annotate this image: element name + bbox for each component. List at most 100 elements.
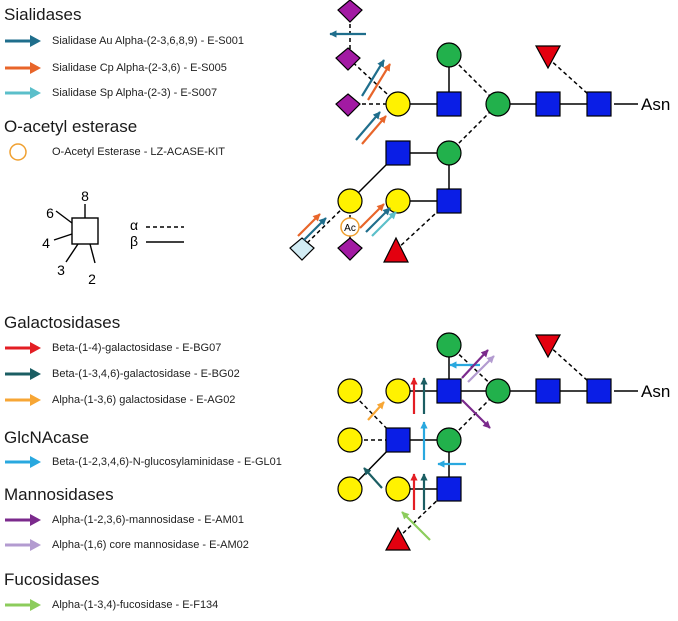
legend-label: Alpha-(1-3,6) galactosidase - E-AG02: [52, 394, 236, 406]
dark-teal-arrow: [363, 467, 383, 489]
galactose-circle: [337, 427, 363, 453]
top-glycan-bonds: [301, 10, 638, 251]
glcnac-square: [535, 91, 561, 117]
linkage-key-square: [71, 217, 99, 245]
glcnacase-title: GlcNAcase: [4, 428, 90, 447]
mannose-circle: [436, 427, 462, 453]
sialic-acid-diamond: [337, 237, 363, 261]
glcnac-square: [436, 91, 462, 117]
purple-arrow-icon: [5, 514, 41, 526]
fucosidases-title: Fucosidases: [4, 570, 100, 589]
o-acetyl-ring-icon: [340, 217, 360, 237]
linkage-position-8: 8: [81, 188, 89, 204]
red-arrow-icon: [5, 342, 41, 354]
sialic-acid-diamond: [337, 0, 363, 23]
teal-arrow-icon: [5, 35, 41, 47]
sky-blue-arrow-icon: [5, 456, 41, 468]
light-green-arrow: [401, 511, 431, 541]
mannose-circle: [436, 140, 462, 166]
esterase-title: O-acetyl esterase: [4, 117, 138, 136]
orange-ring-icon: [9, 143, 27, 161]
galactose-circle: [337, 378, 363, 404]
legend-alpha13-gal: Alpha-(1-3,6) galactosidase - E-AG02: [4, 393, 235, 407]
legend-label: O-Acetyl Esterase - LZ-ACASE-KIT: [52, 146, 225, 158]
galactose-circle: [385, 378, 411, 404]
linkage-position-2: 2: [88, 271, 96, 287]
sialic-acid-diamond: [335, 93, 361, 117]
legend-label: Beta-(1-3,4,6)-galactosidase - E-BG02: [52, 368, 240, 380]
galactose-circle: [337, 188, 363, 214]
orange-arrow-icon: [5, 62, 41, 74]
orange-arrow: [361, 115, 387, 145]
linkage-position-4: 4: [42, 235, 50, 251]
linkage-position-3: 3: [57, 262, 65, 278]
mannose-circle: [436, 42, 462, 68]
light-green-arrow-icon: [5, 599, 41, 611]
mannosidases-title: Mannosidases: [4, 485, 114, 504]
teal-arrow: [303, 217, 327, 241]
legend-esterase: O-Acetyl Esterase - LZ-ACASE-KIT: [4, 143, 225, 161]
alpha-symbol: α: [130, 217, 138, 233]
legend-mannosidase-16: Alpha-(1,6) core mannosidase - E-AM02: [4, 538, 249, 552]
glcnac-square: [385, 427, 411, 453]
amber-arrow-icon: [5, 394, 41, 406]
fucose-triangle: [534, 334, 562, 359]
legend-mannosidase-1236: Alpha-(1-2,3,6)-mannosidase - E-AM01: [4, 513, 244, 527]
light-blue-arrow-icon: [5, 87, 41, 99]
linkage-position-6: 6: [46, 205, 54, 221]
legend-label: Beta-(1-4)-galactosidase - E-BG07: [52, 342, 222, 354]
galactose-circle: [385, 188, 411, 214]
dark-teal-arrow-icon: [5, 368, 41, 380]
legend-fucosidase: Alpha-(1-3,4)-fucosidase - E-F134: [4, 598, 218, 612]
glcnac-square: [436, 378, 462, 404]
legend-label: Sialidase Sp Alpha-(2-3) - E-S007: [52, 87, 218, 99]
asn-label: Asn: [641, 382, 670, 401]
galactosidases-title: Galactosidases: [4, 313, 121, 332]
legend-label: Sialidase Au Alpha-(2-3,6,8,9) - E-S001: [52, 35, 245, 47]
legend-label: Sialidase Cp Alpha-(2-3,6) - E-S005: [52, 62, 227, 74]
legend-sialidase-cp: Sialidase Cp Alpha-(2-3,6) - E-S005: [4, 61, 227, 75]
bottom-glycan: Asn: [337, 332, 670, 551]
orange-arrow: [297, 213, 321, 237]
legend-label: Beta-(1-2,3,4,6)-N-glucosylaminidase - E…: [52, 456, 282, 468]
glcnac-square: [436, 188, 462, 214]
galactose-circle: [385, 91, 411, 117]
sialic-acid-diamond: [335, 47, 361, 71]
neugc-diamond: [289, 237, 315, 261]
fucose-triangle: [384, 526, 412, 551]
legend-beta1346-gal: Beta-(1-3,4,6)-galactosidase - E-BG02: [4, 367, 240, 381]
glcnac-square: [586, 91, 612, 117]
linkage-key: 8 6 4 3 2 α β: [42, 188, 184, 287]
legend-glcnacase: Beta-(1-2,3,4,6)-N-glucosylaminidase - E…: [4, 455, 282, 469]
legend-sialidase-au: Sialidase Au Alpha-(2-3,6,8,9) - E-S001: [4, 34, 244, 48]
linkage-key-spoke: [65, 243, 79, 263]
glcnac-square: [535, 378, 561, 404]
acetyl-label: Ac: [344, 223, 356, 234]
galactose-circle: [385, 476, 411, 502]
teal-arrow: [361, 59, 385, 97]
glcnac-square: [385, 140, 411, 166]
glcnac-square: [586, 378, 612, 404]
top-glycan: Ac Asn: [289, 0, 670, 263]
lavender-arrow-icon: [5, 539, 41, 551]
glcnac-square: [436, 476, 462, 502]
mannose-circle: [485, 91, 511, 117]
mannose-circle: [485, 378, 511, 404]
orange-arrow: [359, 203, 385, 229]
light-blue-arrow: [371, 211, 397, 237]
legend-beta14-gal: Beta-(1-4)-galactosidase - E-BG07: [4, 341, 221, 355]
legend-label: Alpha-(1-3,4)-fucosidase - E-F134: [52, 599, 219, 611]
beta-symbol: β: [130, 233, 138, 249]
amber-arrow: [367, 401, 385, 421]
legend-label: Alpha-(1,6) core mannosidase - E-AM02: [52, 539, 249, 551]
fucose-triangle: [383, 236, 409, 263]
galactose-circle: [337, 476, 363, 502]
legend-sialidase-sp: Sialidase Sp Alpha-(2-3) - E-S007: [4, 86, 217, 100]
sialidases-title: Sialidases: [4, 5, 82, 24]
asn-label: Asn: [641, 95, 670, 114]
linkage-key-spoke: [55, 210, 73, 224]
linkage-key-spoke: [53, 233, 73, 241]
teal-arrow: [365, 207, 391, 233]
linkage-key-spoke: [89, 243, 96, 264]
